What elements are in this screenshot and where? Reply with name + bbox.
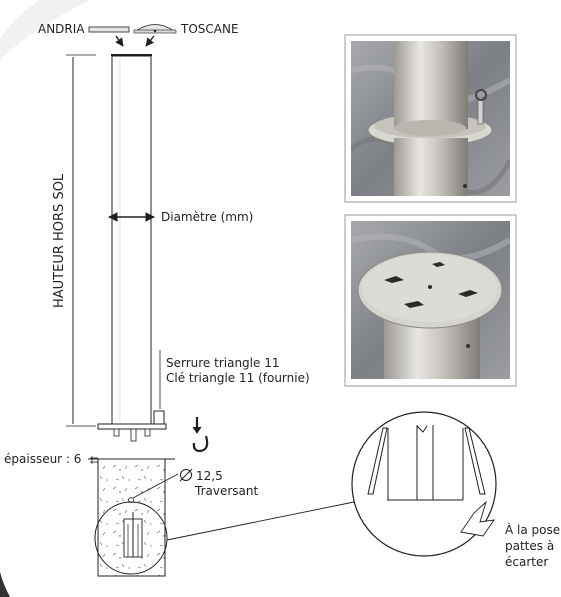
height-dimension bbox=[66, 54, 96, 427]
toscane-cap bbox=[133, 24, 177, 34]
tabs-label-3: écarter bbox=[505, 555, 548, 569]
photo-base-plate bbox=[344, 214, 517, 387]
zoom-detail bbox=[351, 411, 497, 557]
hole-size-label: 12,5 bbox=[196, 469, 223, 483]
hole-leader bbox=[132, 473, 179, 499]
hole-type-label: Traversant bbox=[194, 484, 258, 498]
tabs-arrow-icon bbox=[460, 500, 495, 537]
background-swoosh-2 bbox=[0, 520, 10, 597]
thickness-label: épaisseur : 6 bbox=[4, 452, 81, 466]
lock-label-2: Clé triangle 11 (fournie) bbox=[166, 371, 310, 385]
hook-arrow-icon bbox=[192, 417, 209, 453]
background-swoosh bbox=[0, 0, 90, 60]
photo-bollard-top bbox=[344, 34, 517, 203]
andria-cap bbox=[88, 26, 130, 33]
bollard-body bbox=[97, 54, 167, 442]
height-label: HAUTEUR HORS SOL bbox=[52, 173, 67, 308]
cap-arrow-right bbox=[145, 35, 155, 47]
tabs-label-1: À la pose, bbox=[505, 522, 561, 537]
toscane-label: TOSCANE bbox=[180, 22, 239, 36]
cap-arrow-left bbox=[115, 35, 124, 47]
tabs-label-2: pattes à bbox=[505, 539, 554, 553]
lock-label-1: Serrure triangle 11 bbox=[166, 356, 279, 370]
detail-connector bbox=[166, 501, 355, 541]
diameter-symbol-icon bbox=[179, 468, 193, 482]
diameter-label: Diamètre (mm) bbox=[161, 210, 253, 224]
detail-circle-small bbox=[94, 501, 168, 575]
andria-label: ANDRIA bbox=[38, 22, 85, 36]
concrete-foundation bbox=[88, 458, 175, 577]
